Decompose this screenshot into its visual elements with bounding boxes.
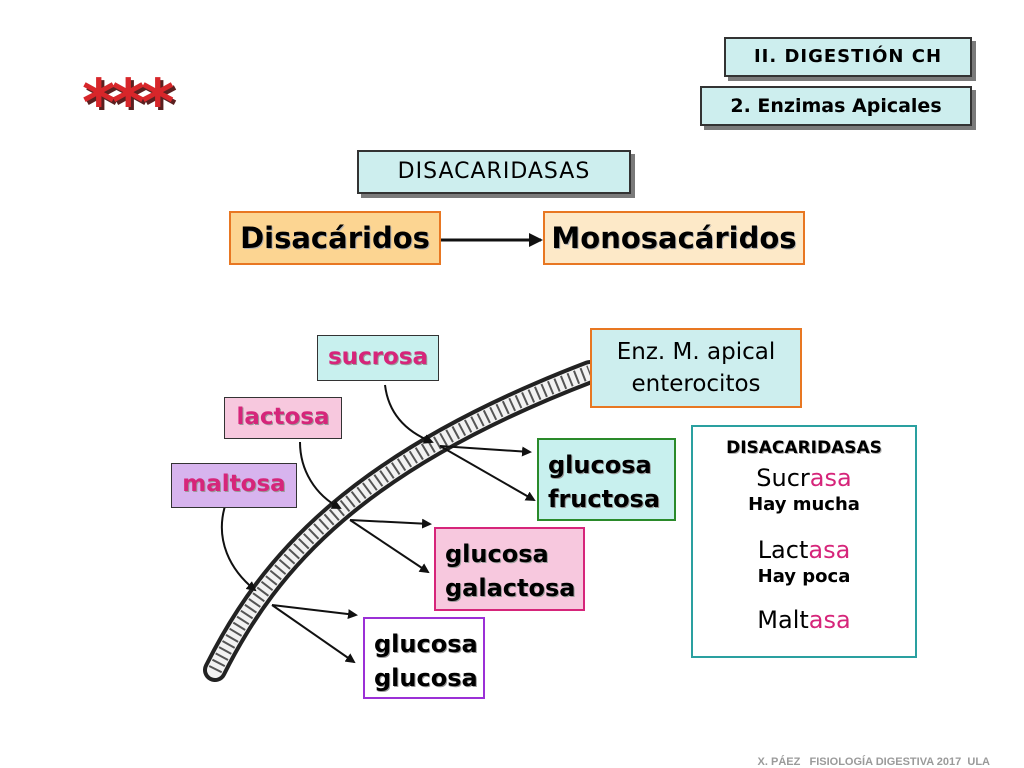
substrate-maltosa: maltosa [171,463,297,508]
category-box: DISACARIDASAS [357,150,631,194]
enzyme-lactasa-note: Hay poca [757,566,851,587]
monosaccharides-label: Monosacáridos [551,221,797,255]
stars-mark: *** [82,72,174,136]
substrate-lactosa-label: lactosa [236,404,330,430]
subsection-title-box: 2. Enzimas Apicales [700,86,972,126]
product-maltosa-b: glucosa [374,664,478,692]
monosaccharides-box: Monosacáridos [543,211,805,265]
sucrosa-arrows [384,384,536,501]
enzyme-maltasa-stem: Malt [757,606,809,634]
enzyme-maltasa-suffix: asa [808,606,851,634]
footer-credit: X. PÁEZ FISIOLOGÍA DIGESTIVA 2017 ULA [690,744,990,768]
product-lactosa-a: glucosa [445,540,549,568]
enzyme-sucrasa-suffix: asa [809,464,852,492]
membrane-label-line1: Enz. M. apical [616,339,776,365]
enzyme-sucrasa: Sucrasa [693,463,915,493]
membrane-label-line2: enterocitos [631,371,761,397]
subsection-title: 2. Enzimas Apicales [730,95,942,117]
enzyme-sucrasa-note: Hay mucha [748,494,860,515]
substrate-maltosa-label: maltosa [182,471,286,497]
disaccharides-label: Disacáridos [240,221,430,255]
footer-text: X. PÁEZ FISIOLOGÍA DIGESTIVA 2017 ULA [757,756,990,768]
enzyme-sucrasa-stem: Sucr [756,464,810,492]
enzyme-maltasa: Maltasa [693,605,915,635]
products-lactosa: glucosa galactosa [434,527,585,611]
stars-text: *** [82,67,174,141]
substrate-sucrosa-label: sucrosa [327,344,429,370]
product-sucrosa-b: fructosa [548,485,661,513]
category-label: DISACARIDASAS [397,159,591,184]
lactosa-arrows [299,441,432,574]
membrane-label-box: Enz. M. apical enterocitos [590,328,802,408]
product-sucrosa-a: glucosa [548,451,652,479]
section-title-box: II. DIGESTIÓN CH [724,37,972,77]
products-sucrosa: glucosa fructosa [537,438,676,521]
product-maltosa-a: glucosa [374,630,478,658]
section-title: II. DIGESTIÓN CH [753,46,943,67]
disaccharides-box: Disacáridos [229,211,441,265]
substrate-lactosa: lactosa [224,397,342,439]
apical-membrane [203,360,602,682]
enzymes-box: DISACARIDASAS Sucrasa Hay mucha Lactasa … [691,425,917,658]
enzymes-title: DISACARIDASAS [726,438,882,458]
enzyme-lactasa-suffix: asa [808,536,851,564]
enzyme-lactasa-stem: Lact [757,536,809,564]
substrate-sucrosa: sucrosa [317,335,439,381]
maltosa-arrows [220,505,358,664]
products-maltosa: glucosa glucosa [363,617,485,699]
enzyme-lactasa: Lactasa [693,535,915,565]
product-lactosa-b: galactosa [445,574,576,602]
